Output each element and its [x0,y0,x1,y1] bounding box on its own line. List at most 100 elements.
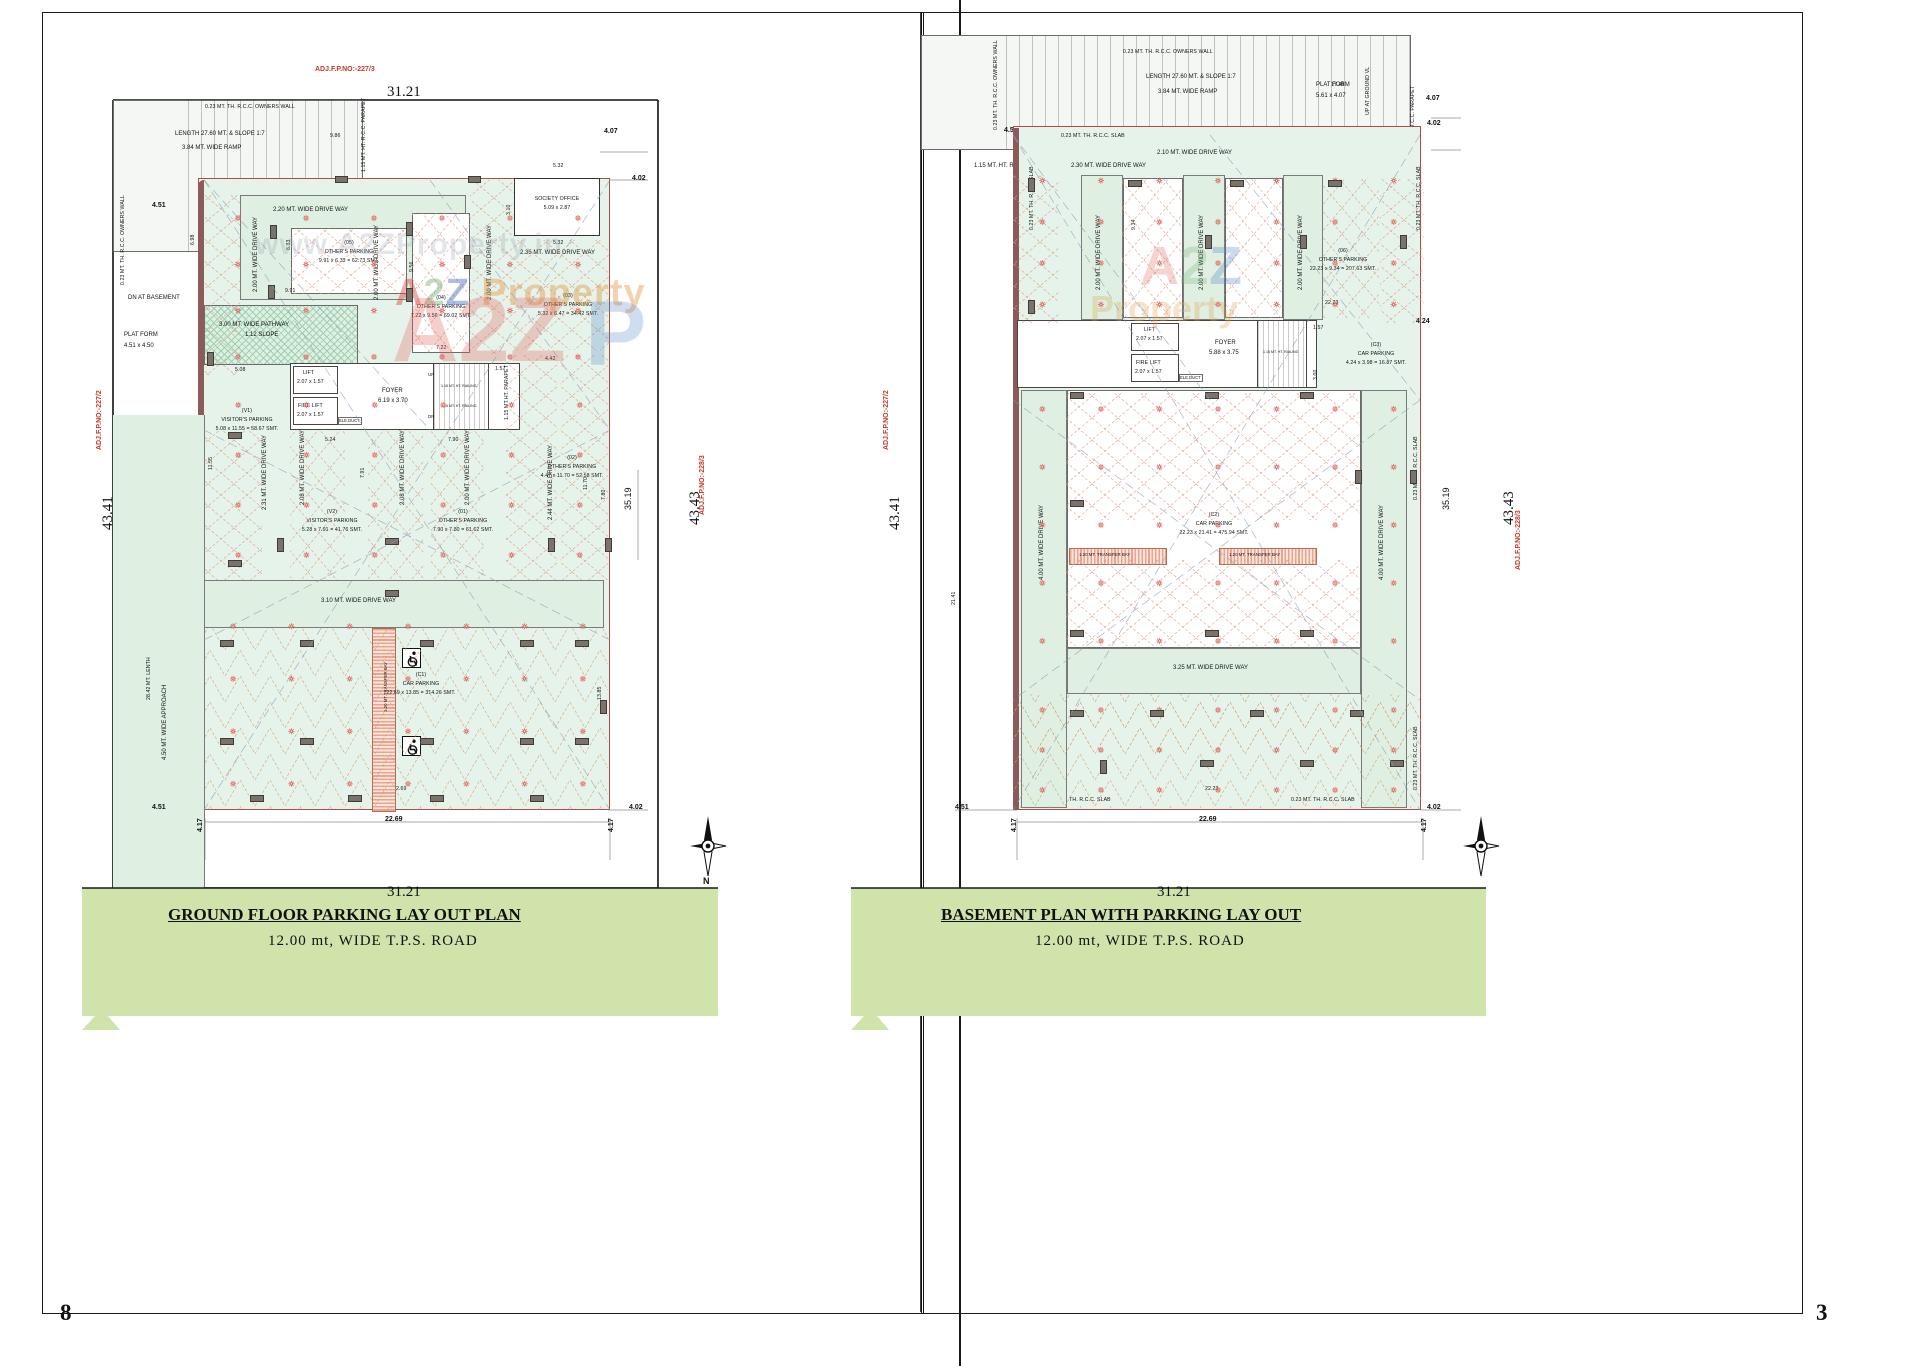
left-society-office-size: 5.09 x 2.87 [543,205,571,211]
structural-column [1350,710,1364,717]
accessible-parking-icon-2 [402,736,421,756]
right-block-c2-calc: 22.23 x 21.41 = 475.94 SMT. [1179,530,1249,536]
left-platform-label: PLAT FORM [124,332,158,338]
left-block-v1-code: (V1) [241,408,253,414]
right-owners-wall-note: 0.23 MT. TH. R.C.C. OWNERS WALL [993,40,999,130]
left-fire-lift-size: 2.07 x 1.57 [297,412,324,418]
right-dw-2: 2.30 MT. WIDE DRIVE WAY [1071,163,1147,169]
left-v2-dimw: 5.24 [325,437,336,443]
left-v2-dimh: 7.91 [360,467,366,479]
left-c1-dimh: 13.85 [597,686,603,700]
left-dim-top: 31.21 [387,84,421,100]
left-dim-417-right: 4.17 [608,818,615,832]
structural-column [1028,178,1035,192]
structural-column [1410,470,1417,484]
structural-column [1070,710,1084,717]
right-dim-417-left: 4.17 [1011,818,1018,832]
structural-column [430,795,444,802]
left-block-05-dimh: 6.33 [286,239,292,251]
left-block-04-dimh: 9.56 [409,261,415,273]
structural-column [468,176,481,183]
structural-column [1070,630,1084,637]
left-block-05-name: OTHER'S PARKING [324,249,374,255]
right-slab-note-top: 0.23 MT. TH. R.C.C. SLAB [1061,133,1125,139]
structural-column [520,640,534,647]
left-dim-407: 4.07 [604,128,618,135]
structural-column [1128,180,1142,187]
left-stair [433,363,489,430]
structural-column [420,640,434,647]
structural-column [1100,760,1107,774]
left-page-border [42,12,924,1314]
left-society-dim-bottom: 5.32 [553,240,564,246]
right-lift-label: LIFT [1144,327,1156,333]
structural-column [1205,392,1219,399]
right-foyer-size: 5.88 x 3.75 [1209,350,1239,356]
left-dw-1: 2.20 MT. WIDE DRIVE WAY [273,207,349,213]
left-ramp-dim: 9.86 [330,133,341,139]
left-dim-451-top: 4.51 [152,202,166,209]
structural-column [1390,760,1404,767]
right-dim-left: 43.41 [887,496,903,530]
right-dim-2269: 22.69 [1199,816,1217,823]
right-page-number: 3 [1816,1300,1828,1325]
left-ramp-wall-note: 0.23 MT. TH. R.C.C. OWNERS WALL [205,104,295,110]
structural-column [300,640,314,647]
left-platform-size: 4.51 x 4.50 [124,343,154,349]
left-block-c1-name: CAR PARKING [402,681,440,687]
right-block-06-dimh: 9.34 [1131,219,1137,231]
left-ramp-side-dim: 6.98 [190,234,196,246]
right-car-parking-c2 [1067,390,1361,648]
left-pathway-line1: 3.00 MT. WIDE PATHWAY [219,322,290,328]
left-lift-label: LIFT [303,370,315,376]
right-dw-6: 4.00 MT. WIDE DRIVE WAY [1039,504,1045,580]
left-block-v1-name: VISITOR'S PARKING [221,417,273,423]
structural-column [406,288,413,302]
left-stair-up: UP [428,372,435,377]
right-dim-bottom: 31.21 [1157,884,1191,900]
page-ground-floor: ADJ.F.P.NO:-227/3 ADJ.F.P.NO:-227/2 ADJ.… [42,0,961,1366]
right-block-06-name: OTHER'S PARKING [1318,257,1368,263]
right-driveway-left [1021,390,1067,808]
right-dim-402: 4.02 [1427,120,1441,127]
right-dim-417-right: 4.17 [1421,818,1428,832]
structural-column [220,738,234,745]
left-stair-railing1: 1.15 MT. HT. RAILING [441,384,477,388]
structural-column [277,538,284,552]
structural-column [600,700,607,714]
right-lift-size: 2.07 x 1.57 [1136,336,1163,342]
structural-column [1355,470,1362,484]
structural-column [1328,180,1342,187]
right-fire-lift [1131,354,1179,382]
left-dw-10: 2.00 MT. WIDE DRIVE WAY [465,429,471,505]
left-stair-dn: DN [428,414,435,419]
structural-column [420,738,434,745]
structural-column [1300,630,1314,637]
structural-column [1300,392,1314,399]
left-plan-title: GROUND FLOOR PARKING LAY OUT PLAN [168,905,521,924]
right-slab-note-left: 0.23 MT. TH. R.C.C. SLAB [1029,166,1035,230]
right-ramp-line1: LENGTH 27.60 MT. & SLOPE 1:7 [1146,74,1236,80]
right-drive-strip-1 [1081,175,1123,320]
right-foyer-label: FOYER [1215,340,1236,346]
right-driveway-right [1361,390,1407,808]
left-approach-note: 4.50 MT. WIDE APPROACH [162,684,168,760]
right-dim-402-bottom: 4.02 [1427,804,1441,811]
left-block-02-name: OTHER'S PARKING [547,464,597,470]
left-block-c1-code: (C1) [415,672,427,678]
left-top-adj-fp: ADJ.F.P.NO:-227/3 [315,66,375,73]
right-plan-linework [920,12,1461,1312]
structural-column [348,795,362,802]
left-fire-lift [293,397,338,425]
right-ramp-line2: 3.84 MT. WIDE RAMP [1158,89,1218,95]
left-block-05-calc: 9.91 x 6.33 = 62.73 SMT. [318,258,380,264]
right-block-06-dimw: 22.23 [1325,300,1339,306]
page-basement: ADJ.F.P.NO:-227/2 ADJ.F.P.NO:-228/3 43.4… [851,0,1920,1366]
right-dim-side-left: 21.41 [951,591,957,605]
right-block-c3-name: CAR PARKING [1357,351,1395,357]
right-platform-size: 5.61 x 4.07 [1316,93,1346,99]
right-slab-note-right3: 0.23 MT. TH. R.C.C. SLAB [1413,726,1419,790]
structural-column [335,176,348,183]
right-slab-note-right2: 0.23 MT. TH. R.C.C. SLAB [1413,436,1419,500]
structural-column [1200,760,1214,767]
